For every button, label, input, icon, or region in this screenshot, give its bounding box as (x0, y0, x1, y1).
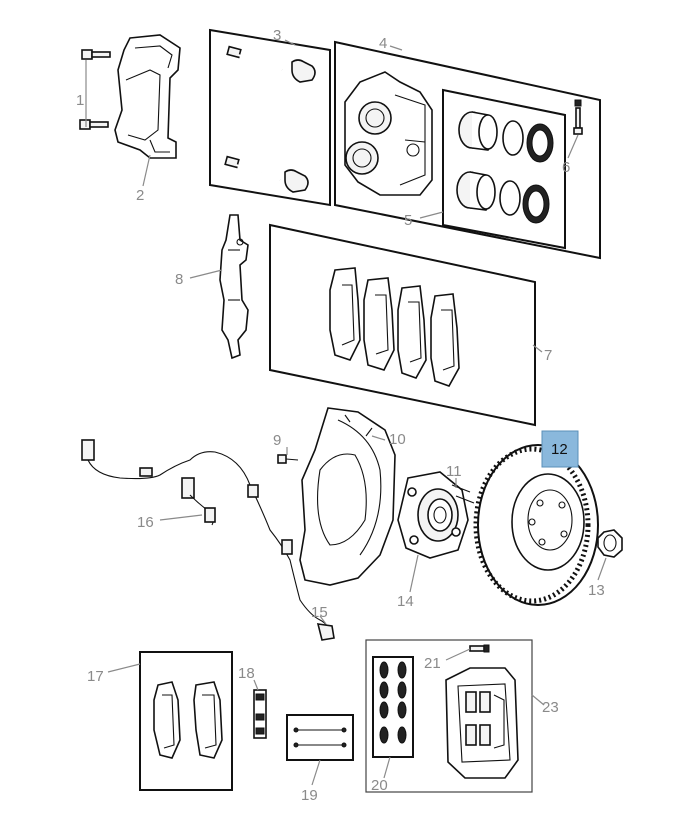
bolt-part-1 (79, 49, 111, 130)
connector-part-18 (253, 689, 267, 739)
brake-pads-part-7 (329, 267, 460, 387)
callout-23[interactable]: 23 (542, 699, 559, 716)
box-guide-pin-kit (209, 28, 331, 207)
caliper-bracket-part-2 (114, 34, 181, 159)
box-shim-kit-20 (372, 656, 414, 758)
screw-part-9 (277, 454, 299, 464)
guide-pins-part-3 (224, 45, 316, 193)
callout-1[interactable]: 1 (76, 92, 84, 109)
box-pad-kit-17 (139, 651, 233, 791)
callout-13[interactable]: 13 (588, 582, 605, 599)
callout-12-highlight[interactable]: 12 (541, 430, 579, 468)
callout-3[interactable]: 3 (273, 27, 281, 44)
callout-10[interactable]: 10 (389, 431, 406, 448)
callout-17[interactable]: 17 (87, 668, 104, 685)
callout-9[interactable]: 9 (273, 432, 281, 449)
callout-19[interactable]: 19 (301, 787, 318, 804)
hub-nut-part-13 (597, 529, 623, 558)
pads-part-17 (153, 681, 223, 759)
callout-15[interactable]: 15 (311, 604, 328, 621)
callout-5[interactable]: 5 (404, 212, 412, 229)
bleeder-part-21 (469, 644, 490, 653)
sensor-wiring-part-16 (81, 439, 335, 641)
callout-18[interactable]: 18 (238, 665, 255, 682)
callout-21[interactable]: 21 (424, 655, 441, 672)
hub-part-14 (397, 471, 475, 559)
caliper-part-23 (445, 667, 519, 779)
callout-11[interactable]: 11 (446, 463, 462, 480)
callout-20[interactable]: 20 (371, 777, 388, 794)
box-piston-kit (442, 88, 566, 250)
callout-8[interactable]: 8 (175, 271, 183, 288)
callout-6[interactable]: 6 (562, 159, 570, 176)
rotor-part-12 (473, 444, 599, 606)
callout-2[interactable]: 2 (136, 187, 144, 204)
box-pin-kit-19 (286, 714, 354, 761)
caliper-part-4 (344, 71, 433, 196)
callout-16[interactable]: 16 (137, 514, 154, 531)
callout-12[interactable]: 12 (551, 441, 568, 458)
splash-shield-part-10 (299, 407, 396, 586)
box-performance-caliper (365, 639, 533, 793)
pins-part-19 (293, 727, 347, 748)
callout-12-box[interactable] (541, 430, 579, 468)
pad-clip-part-8 (219, 214, 249, 360)
callout-7[interactable]: 7 (544, 347, 552, 364)
callout-14[interactable]: 14 (397, 593, 414, 610)
callout-4[interactable]: 4 (379, 35, 387, 52)
shims-part-20 (379, 661, 407, 744)
box-caliper-assembly (334, 40, 601, 260)
box-brake-pad-kit (269, 223, 536, 427)
pistons-part-5 (456, 111, 554, 224)
bleeder-part-6 (573, 99, 583, 135)
